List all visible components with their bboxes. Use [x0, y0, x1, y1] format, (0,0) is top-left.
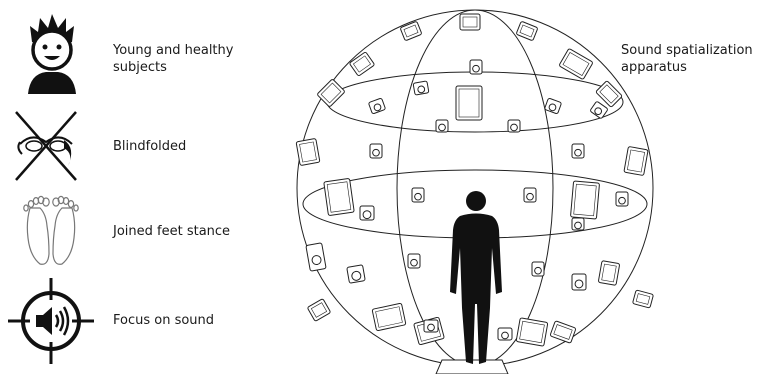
speaker-icon [455, 85, 483, 121]
legend-label-focus: Focus on sound [113, 313, 215, 328]
speaker-icon [371, 302, 407, 332]
speaker-icon [423, 319, 439, 333]
speaker-icon [412, 80, 430, 96]
speaker-icon [595, 80, 623, 108]
speaker-icon [407, 253, 421, 269]
legend-label-young: Young and healthy subjects [113, 43, 234, 75]
speaker-icon [549, 320, 577, 344]
young-face-icon [28, 14, 76, 94]
speaker-icon [523, 187, 537, 203]
legend-label-feet: Joined feet stance [113, 224, 231, 239]
speaker-icon [571, 273, 587, 291]
speaker-icon [590, 101, 608, 119]
speaker-array [295, 13, 654, 347]
speaker-icon [459, 13, 481, 31]
speaker-icon [507, 119, 521, 133]
speaker-icon [411, 187, 425, 203]
speaker-icon [369, 143, 383, 159]
speaker-icon [469, 59, 483, 75]
speaker-icon [368, 98, 386, 114]
blindfold-icon [15, 111, 77, 181]
speaker-icon [570, 180, 600, 220]
speaker-icon [317, 79, 345, 107]
speaker-icon [598, 260, 620, 286]
legend-label-blindfolded: Blindfolded [113, 139, 187, 154]
speaker-icon [359, 205, 375, 221]
speaker-icon [305, 242, 327, 272]
speaker-icon [349, 51, 375, 77]
speaker-icon [323, 178, 355, 216]
speaker-icon [571, 217, 585, 231]
speaker-icon [615, 191, 629, 207]
speaker-icon [571, 143, 585, 159]
speaker-icon [400, 21, 422, 41]
speaker-icon [516, 21, 538, 41]
speaker-icon [435, 119, 449, 133]
feet-icon [23, 195, 79, 265]
speaker-icon [307, 298, 331, 322]
speaker-icon [295, 138, 321, 166]
speaker-icon [497, 327, 513, 341]
speaker-icon [632, 289, 654, 309]
speaker-icon [623, 146, 649, 176]
speaker-icon [531, 261, 545, 277]
speaker-icon [559, 48, 593, 80]
speaker-icon [346, 264, 366, 284]
apparatus-label: Sound spatialization apparatus [621, 43, 753, 75]
speaker-icon [515, 317, 549, 347]
speaker-icon [544, 98, 562, 114]
speaker-sphere-diagram [295, 9, 654, 374]
focus-sound-icon [8, 278, 94, 364]
person-silhouette [450, 191, 502, 364]
